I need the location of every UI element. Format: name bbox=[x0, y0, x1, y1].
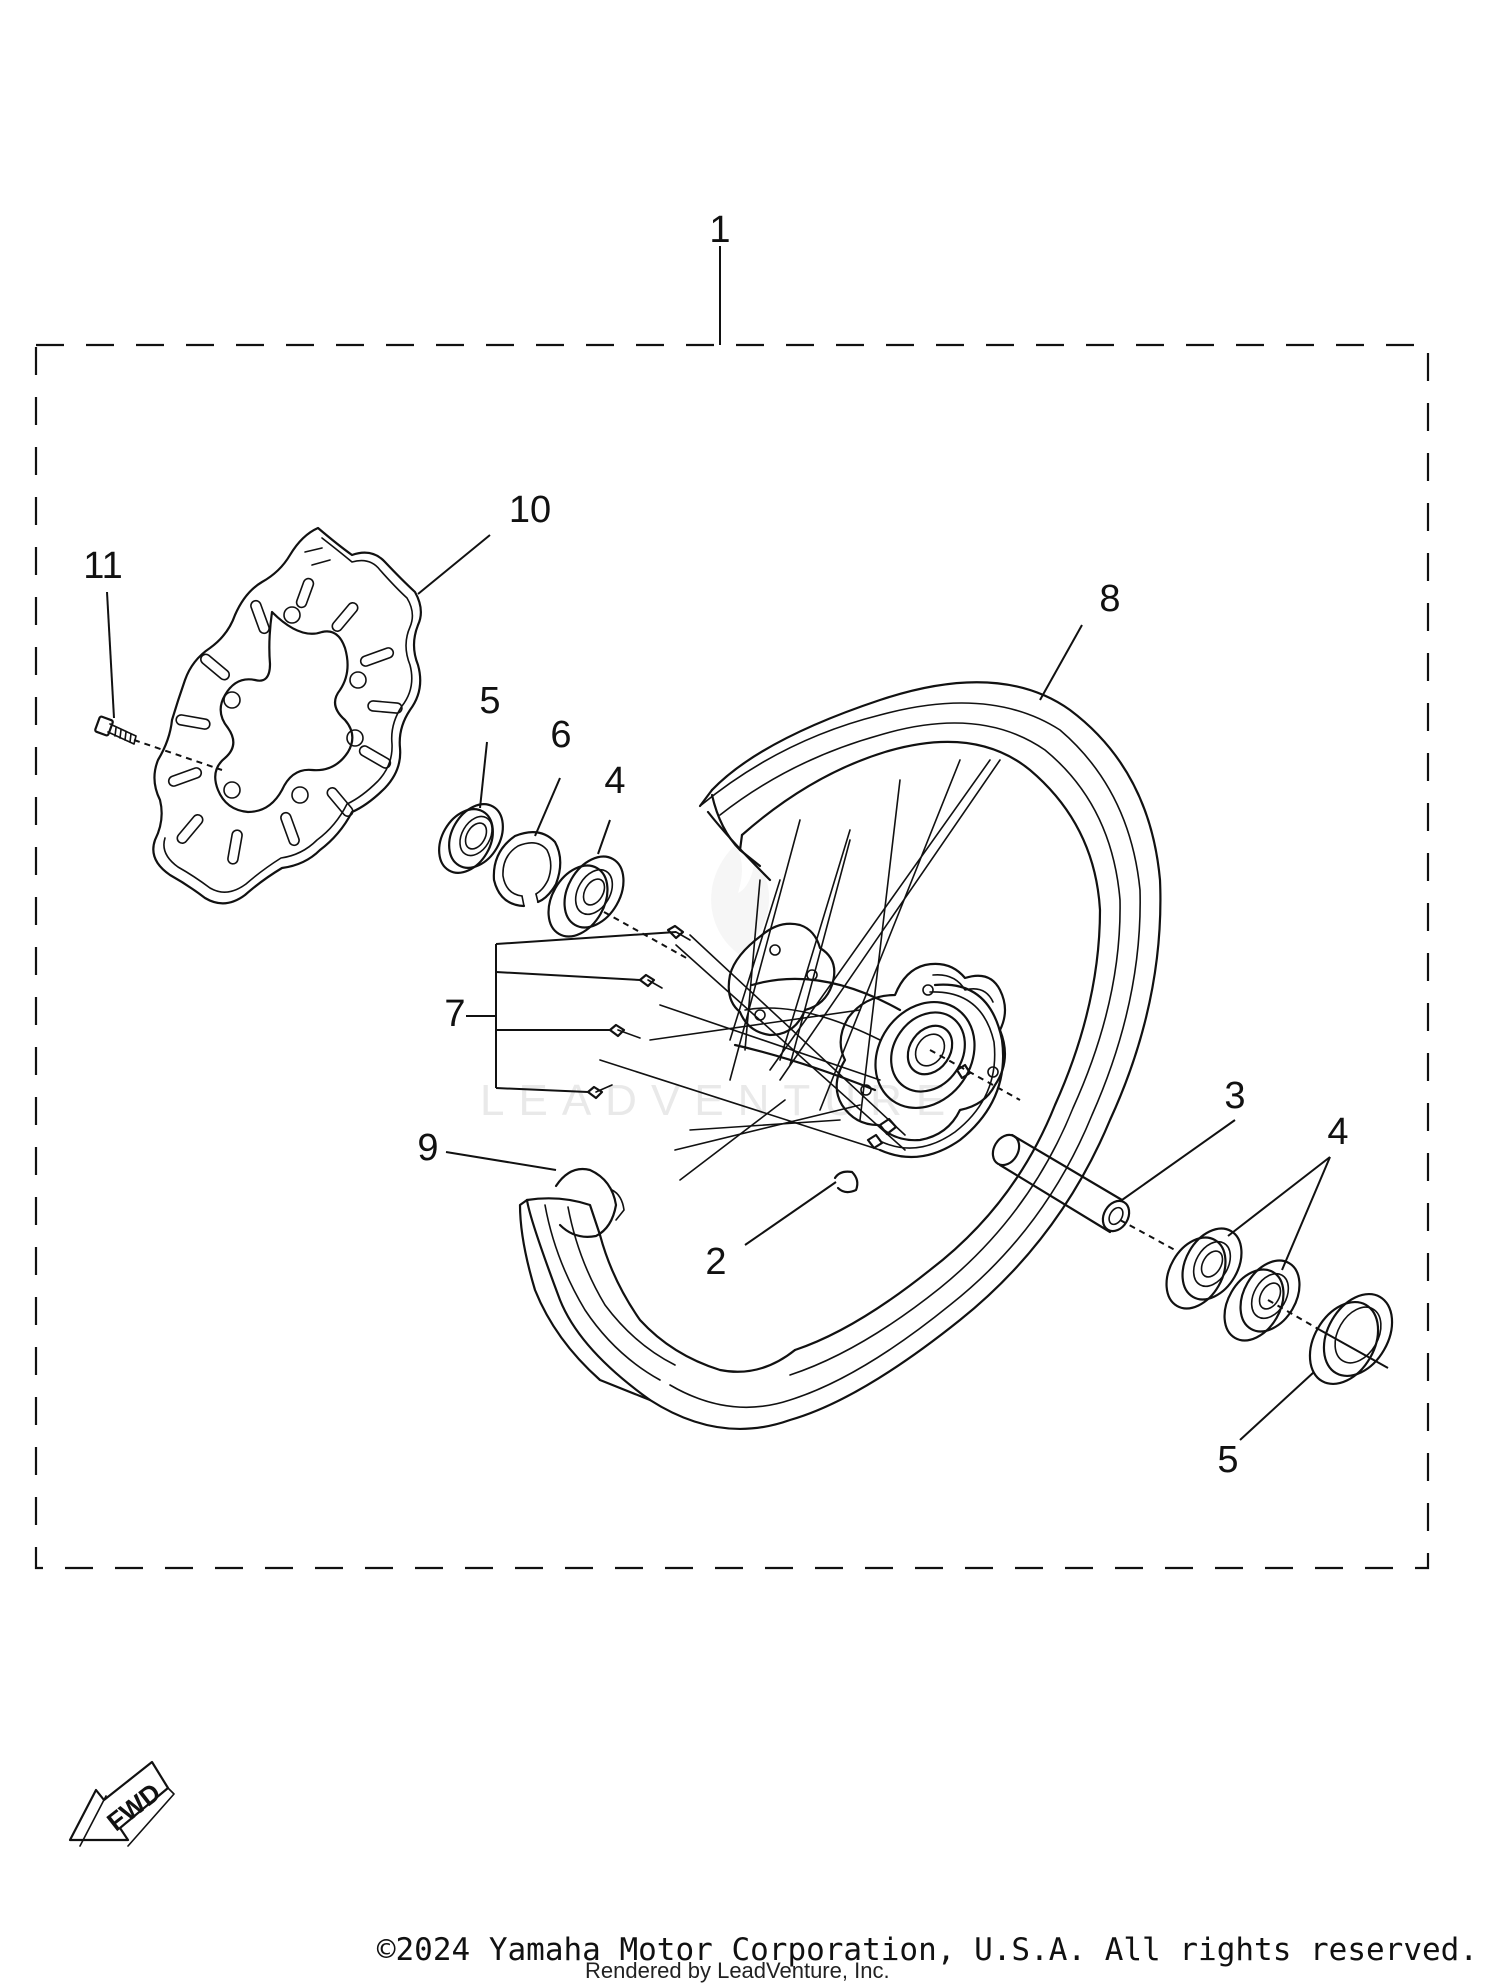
callout-7: 7 bbox=[444, 993, 465, 1035]
callout-11: 11 bbox=[83, 545, 122, 587]
bearing-right-2-drawing bbox=[1223, 1259, 1321, 1342]
spokes-drawing bbox=[586, 759, 1001, 1181]
fwd-arrow-icon: FWD bbox=[68, 1760, 175, 1847]
callouts: 1 2 3 4 4 5 5 6 7 8 9 10 11 bbox=[83, 209, 1348, 1481]
collar-drawing bbox=[991, 1133, 1176, 1251]
circlip-drawing bbox=[492, 831, 562, 908]
brake-disc-drawing bbox=[152, 526, 422, 905]
callout-4-left: 4 bbox=[604, 760, 625, 802]
callout-1: 1 bbox=[709, 209, 730, 251]
callout-9: 9 bbox=[417, 1127, 438, 1169]
disc-bolt-drawing bbox=[94, 715, 223, 771]
callout-5-left: 5 bbox=[479, 680, 500, 722]
oil-seal-left-drawing bbox=[438, 803, 504, 874]
assembly-boundary bbox=[34, 343, 1430, 1570]
callout-2: 2 bbox=[705, 1241, 726, 1283]
leader-lines bbox=[106, 246, 1331, 1441]
copyright-text: ©2024 Yamaha Motor Corporation, U.S.A. A… bbox=[376, 1932, 1478, 1968]
oil-seal-right-drawing bbox=[1308, 1292, 1394, 1386]
watermark-flame-icon bbox=[711, 845, 770, 955]
callout-5-right: 5 bbox=[1217, 1439, 1238, 1481]
hub-drawing bbox=[727, 922, 1021, 1194]
callout-4-right: 4 bbox=[1327, 1111, 1348, 1153]
callout-6: 6 bbox=[550, 714, 571, 756]
fwd-label: FWD bbox=[101, 1777, 166, 1837]
rendered-by-text: Rendered by LeadVenture, Inc. bbox=[585, 1958, 890, 1983]
wheel-rim-drawing bbox=[518, 681, 1162, 1430]
callout-3: 3 bbox=[1224, 1075, 1245, 1117]
bearing-right-1-drawing bbox=[1165, 1227, 1243, 1310]
callout-10: 10 bbox=[509, 489, 551, 531]
bearing-left-drawing bbox=[547, 855, 691, 961]
rim-band-drawing bbox=[554, 1168, 625, 1238]
callout-8: 8 bbox=[1099, 578, 1120, 620]
